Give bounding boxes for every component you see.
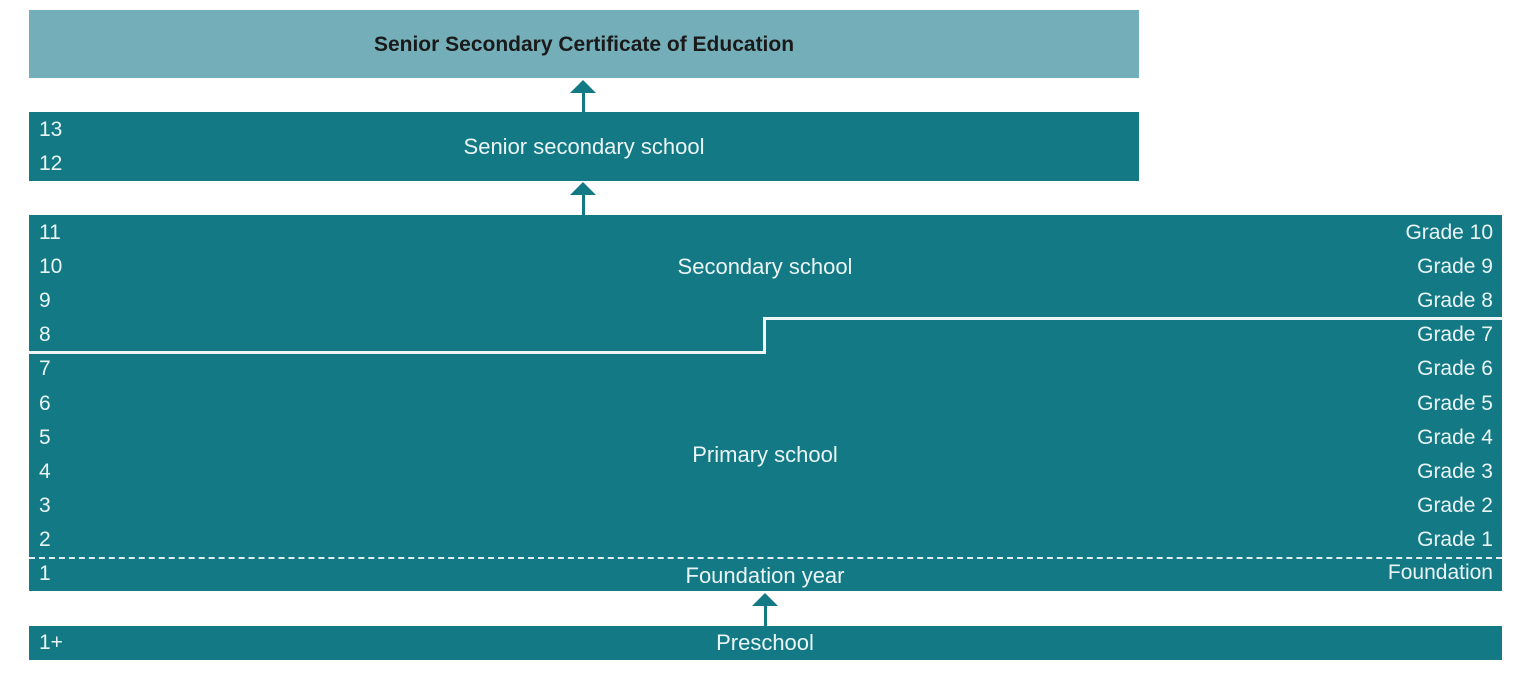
senior-secondary-box: 13 12 Senior secondary school	[29, 112, 1139, 181]
grade-5: Grade 5	[1417, 392, 1493, 415]
year-8: 8	[39, 323, 51, 346]
year-13: 13	[39, 118, 63, 141]
grade-foundation: Foundation	[1387, 561, 1493, 584]
arrow-up-icon	[570, 80, 596, 112]
grade-4: Grade 4	[1417, 426, 1493, 449]
foundation-divider	[29, 557, 1502, 559]
secondary-primary-divider	[763, 317, 1502, 320]
year-4: 4	[39, 460, 51, 483]
certificate-box: Senior Secondary Certificate of Educatio…	[29, 10, 1139, 78]
year-3: 3	[39, 494, 51, 517]
year-6: 6	[39, 392, 51, 415]
foundation-year-label: Foundation year	[685, 563, 845, 588]
preschool-box: 1+ Preschool	[29, 626, 1502, 660]
year-12: 12	[39, 152, 63, 175]
grade-2: Grade 2	[1417, 494, 1493, 517]
certificate-label: Senior Secondary Certificate of Educatio…	[373, 33, 795, 56]
primary-school-label: Primary school	[692, 442, 838, 467]
grade-9: Grade 9	[1417, 255, 1493, 278]
year-9: 9	[39, 289, 51, 312]
preschool-label: Preschool	[716, 630, 814, 655]
preschool-year: 1+	[39, 631, 63, 654]
grade-6: Grade 6	[1417, 357, 1493, 380]
secondary-school-label: Secondary school	[677, 254, 853, 279]
year-5: 5	[39, 426, 51, 449]
secondary-primary-divider	[29, 351, 765, 354]
year-1: 1	[39, 562, 51, 585]
secondary-primary-divider-step	[763, 317, 766, 354]
year-7: 7	[39, 357, 51, 380]
grade-3: Grade 3	[1417, 460, 1493, 483]
grade-8: Grade 8	[1417, 289, 1493, 312]
year-10: 10	[39, 255, 63, 278]
school-block: 11 10 9 8 7 6 5 4 3 2 1 Grade 10 Grade 9…	[29, 215, 1502, 591]
grade-10: Grade 10	[1405, 221, 1493, 244]
grade-7: Grade 7	[1417, 323, 1493, 346]
arrow-up-icon	[752, 593, 778, 626]
year-11: 11	[39, 221, 61, 244]
arrow-up-icon	[570, 182, 596, 215]
grade-1: Grade 1	[1417, 528, 1493, 551]
year-2: 2	[39, 528, 51, 551]
senior-secondary-label: Senior secondary school	[463, 134, 705, 159]
